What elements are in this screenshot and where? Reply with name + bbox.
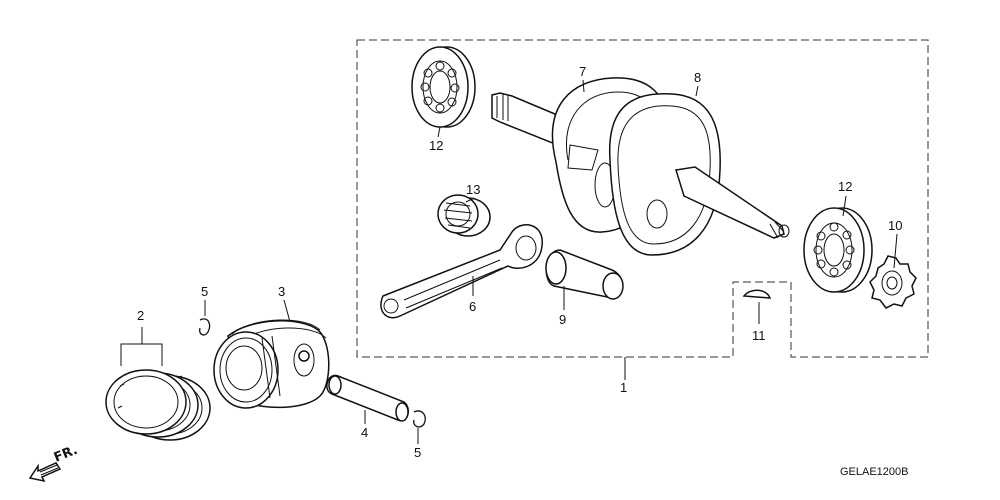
callout-3: 3 — [278, 284, 285, 299]
callout-5-lower: 5 — [414, 445, 421, 460]
bearing-top[interactable] — [411, 46, 476, 128]
callout-1: 1 — [620, 380, 627, 395]
piston-ring-set[interactable] — [105, 369, 211, 441]
callout-4: 4 — [361, 425, 368, 440]
callout-5-upper: 5 — [201, 284, 208, 299]
callout-13: 13 — [466, 182, 480, 197]
callout-9: 9 — [559, 312, 566, 327]
crank-pin[interactable] — [545, 249, 624, 300]
crankshaft-right-half[interactable] — [609, 92, 790, 256]
callout-11: 11 — [752, 328, 766, 343]
piston[interactable] — [213, 319, 330, 409]
callout-8: 8 — [694, 70, 701, 85]
callout-6: 6 — [469, 299, 476, 314]
woodruff-key[interactable] — [742, 289, 772, 299]
piston-pin-clip-upper[interactable] — [198, 318, 211, 336]
bearing-right[interactable] — [803, 207, 873, 293]
timing-gear[interactable] — [869, 255, 917, 309]
callout-2: 2 — [137, 308, 144, 323]
front-label: FR. — [52, 443, 80, 466]
front-arrow-icon — [28, 462, 62, 483]
leader-lines — [120, 79, 898, 444]
needle-bearing[interactable] — [437, 194, 491, 237]
crankshaft-assembly-boundary — [356, 39, 929, 358]
front-direction-indicator: FR. — [28, 443, 80, 483]
callout-10: 10 — [888, 218, 902, 233]
callout-12-right: 12 — [838, 179, 852, 194]
connecting-rod[interactable] — [380, 224, 543, 319]
piston-pin-clip-lower[interactable] — [413, 410, 426, 428]
diagram-code: GELAE1200B — [840, 466, 909, 478]
callout-7: 7 — [579, 64, 586, 79]
piston-pin[interactable] — [326, 374, 409, 422]
callout-12-top: 12 — [429, 138, 443, 153]
